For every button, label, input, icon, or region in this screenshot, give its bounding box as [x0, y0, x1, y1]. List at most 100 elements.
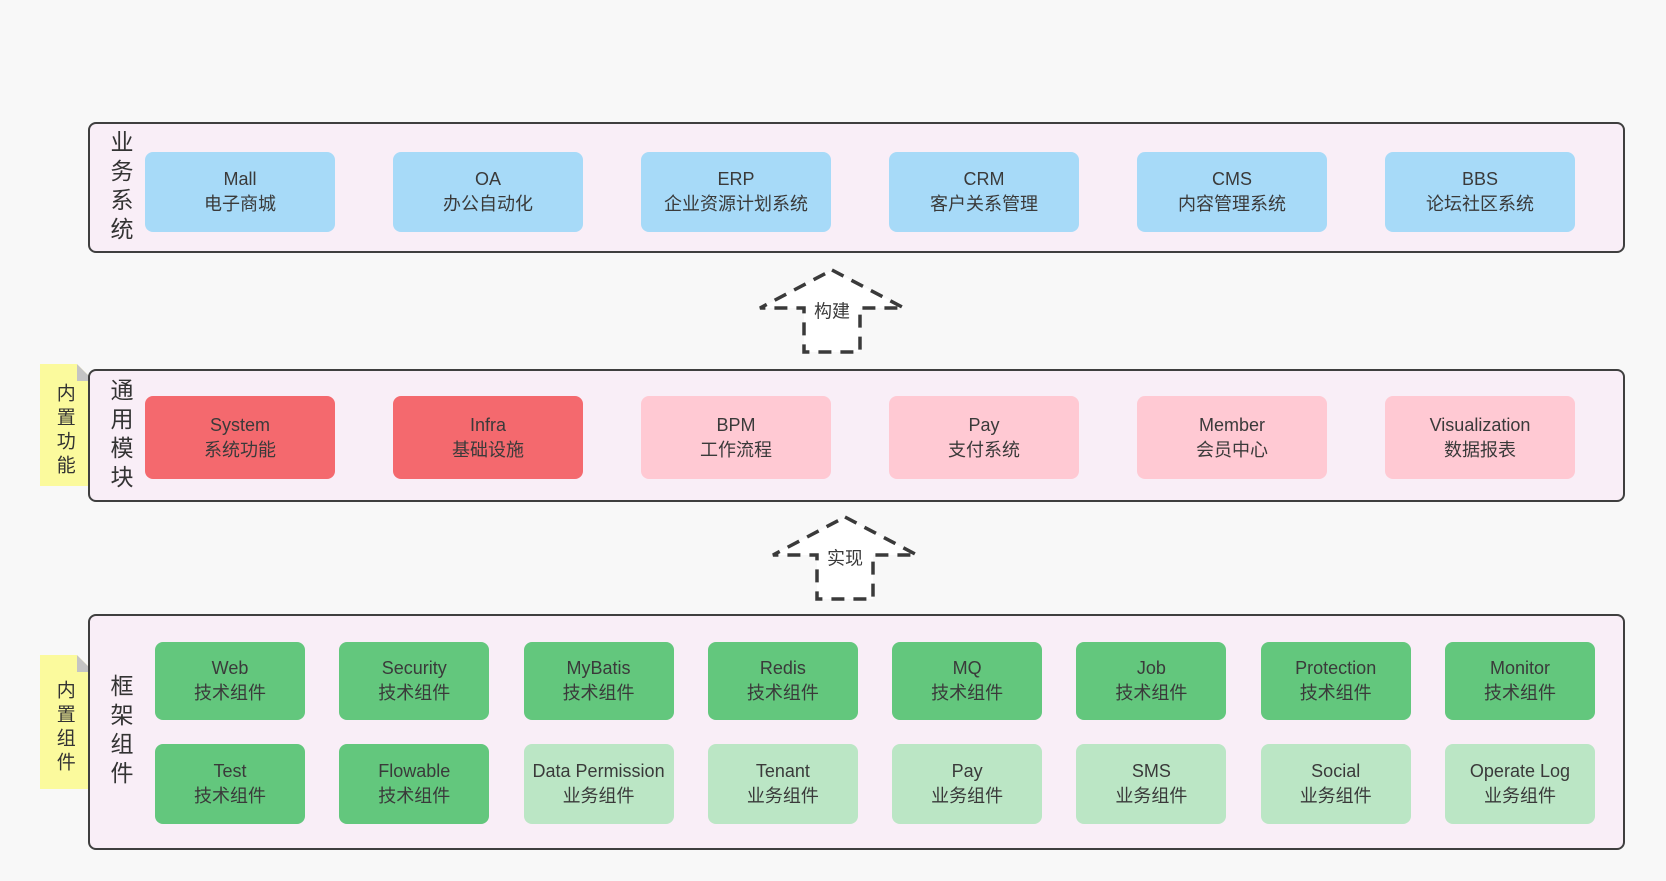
sticky-note-built-in-components: 内置组件 [40, 655, 94, 789]
box-visualization: Visualization 数据报表 [1385, 396, 1575, 479]
box-flowable: Flowable 技术组件 [339, 744, 490, 824]
box-subtitle: 数据报表 [1444, 439, 1516, 460]
box-title: Pay [951, 761, 983, 781]
box-bbs: BBS 论坛社区系统 [1385, 152, 1575, 232]
box-subtitle: 技术组件 [1299, 683, 1372, 703]
box-title: Social [1311, 761, 1361, 781]
sticky-note-built-in-functions: 内置功能 [40, 364, 94, 486]
box-subtitle: 办公自动化 [443, 194, 533, 214]
framework-components-row-2: Test 技术组件 Flowable 技术组件 Data Permission … [155, 744, 1595, 824]
box-subtitle: 支付系统 [948, 439, 1020, 460]
box-title: Protection [1295, 658, 1377, 678]
box-subtitle: 技术组件 [562, 683, 635, 703]
box-subtitle: 电子商城 [204, 194, 276, 214]
box-subtitle: 会员中心 [1196, 439, 1268, 460]
band-common-modules: 通用模块 System 系统功能 Infra 基础设施 BPM 工作流程 Pay… [88, 369, 1625, 502]
box-subtitle: 技术组件 [378, 786, 451, 806]
box-redis: Redis 技术组件 [707, 642, 858, 720]
common-modules-row: System 系统功能 Infra 基础设施 BPM 工作流程 Pay 支付系统… [145, 396, 1575, 479]
box-title: Mall [223, 169, 257, 189]
box-subtitle: 业务组件 [1299, 786, 1372, 806]
box-title: Infra [469, 414, 507, 435]
box-mq: MQ 技术组件 [892, 642, 1043, 720]
box-title: System [209, 414, 270, 435]
box-title: Job [1136, 658, 1166, 678]
box-pay: Pay 支付系统 [889, 396, 1079, 479]
box-subtitle: 工作流程 [700, 439, 772, 460]
arrow-implement: 实现 [770, 514, 920, 602]
box-erp: ERP 企业资源计划系统 [641, 152, 831, 232]
box-subtitle: 技术组件 [1115, 683, 1188, 703]
box-title: Pay [968, 414, 1000, 435]
box-title: CRM [963, 169, 1005, 189]
box-subtitle: 业务组件 [1483, 786, 1556, 806]
note-label: 内置组件 [53, 680, 75, 776]
box-system: System 系统功能 [145, 396, 335, 479]
box-subtitle: 系统功能 [204, 439, 276, 460]
box-mall: Mall 电子商城 [145, 152, 335, 232]
box-title: Web [211, 658, 249, 678]
box-subtitle: 技术组件 [194, 683, 266, 703]
box-subtitle: 技术组件 [931, 683, 1004, 703]
box-infra: Infra 基础设施 [393, 396, 583, 479]
box-title: Tenant [755, 761, 810, 781]
band-label: 通用模块 [107, 377, 133, 494]
box-title: Member [1198, 414, 1265, 435]
box-title: CMS [1212, 169, 1252, 189]
box-title: ERP [717, 169, 755, 189]
arrow-implement-label: 实现 [823, 544, 867, 571]
box-title: Security [381, 658, 447, 678]
band-framework-components: 框架组件 Web 技术组件 Security 技术组件 MyBatis 技术组件… [88, 614, 1625, 850]
box-pay-business: Pay 业务组件 [892, 744, 1043, 824]
box-title: Visualization [1429, 414, 1531, 435]
box-subtitle: 客户关系管理 [930, 194, 1038, 214]
band-business-systems: 业务系统 Mall 电子商城 OA 办公自动化 ERP 企业资源计划系统 CRM… [88, 122, 1625, 253]
box-subtitle: 基础设施 [452, 439, 524, 460]
box-mybatis: MyBatis 技术组件 [523, 642, 674, 720]
box-crm: CRM 客户关系管理 [889, 152, 1079, 232]
box-operate-log: Operate Log 业务组件 [1444, 744, 1595, 824]
band-label: 框架组件 [107, 674, 133, 790]
box-subtitle: 技术组件 [746, 683, 819, 703]
box-data-permission: Data Permission 业务组件 [523, 744, 674, 824]
box-subtitle: 技术组件 [194, 786, 266, 806]
box-subtitle: 业务组件 [562, 786, 635, 806]
box-title: OA [474, 169, 501, 189]
box-title: Data Permission [532, 761, 665, 781]
business-systems-row: Mall 电子商城 OA 办公自动化 ERP 企业资源计划系统 CRM 客户关系… [145, 152, 1575, 232]
box-title: BPM [716, 414, 756, 435]
box-title: Test [213, 761, 247, 781]
box-tenant: Tenant 业务组件 [707, 744, 858, 824]
box-protection: Protection 技术组件 [1260, 642, 1411, 720]
arrow-build-label: 构建 [810, 297, 854, 324]
box-title: Flowable [378, 761, 451, 781]
box-title: MQ [952, 658, 982, 678]
box-title: SMS [1131, 761, 1171, 781]
box-monitor: Monitor 技术组件 [1444, 642, 1595, 720]
box-social: Social 业务组件 [1260, 744, 1411, 824]
note-label: 内置功能 [53, 383, 75, 479]
framework-components-row-1: Web 技术组件 Security 技术组件 MyBatis 技术组件 Redi… [155, 642, 1595, 720]
box-web: Web 技术组件 [155, 642, 305, 720]
box-subtitle: 企业资源计划系统 [664, 194, 808, 214]
box-bpm: BPM 工作流程 [641, 396, 831, 479]
box-title: MyBatis [566, 658, 631, 678]
box-test: Test 技术组件 [155, 744, 305, 824]
box-title: Monitor [1489, 658, 1550, 678]
box-security: Security 技术组件 [339, 642, 490, 720]
box-cms: CMS 内容管理系统 [1137, 152, 1327, 232]
box-sms: SMS 业务组件 [1076, 744, 1227, 824]
box-subtitle: 业务组件 [931, 786, 1004, 806]
box-member: Member 会员中心 [1137, 396, 1327, 479]
band-label: 业务系统 [107, 129, 133, 246]
box-subtitle: 论坛社区系统 [1426, 194, 1534, 214]
box-job: Job 技术组件 [1076, 642, 1227, 720]
box-oa: OA 办公自动化 [393, 152, 583, 232]
box-subtitle: 技术组件 [1483, 683, 1556, 703]
box-subtitle: 业务组件 [746, 786, 819, 806]
box-title: BBS [1461, 169, 1499, 189]
arrow-build: 构建 [757, 267, 907, 355]
box-title: Operate Log [1469, 761, 1570, 781]
box-subtitle: 内容管理系统 [1178, 194, 1286, 214]
